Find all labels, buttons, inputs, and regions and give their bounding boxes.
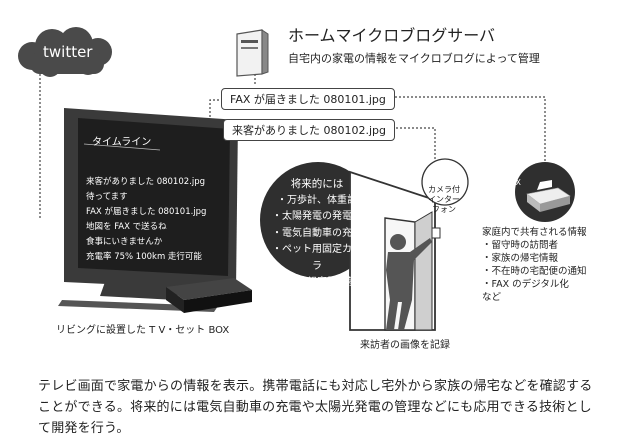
tv-caption: リビングに設置した T V・セット BOX [56, 325, 230, 336]
tv-timeline-title: タイムライン [92, 137, 152, 148]
timeline-item: FAX が届きました 080101.jpg [86, 207, 207, 217]
shared-heading: 家庭内で共有される情報 [482, 227, 587, 238]
server-icon [236, 29, 269, 77]
timeline-item: 充電率 75% 100km 走行可能 [86, 252, 202, 262]
shared-info: 家庭内で共有される情報 ・留守時の訪問者 ・家族の帰宅情報 ・不在時の宅配便の通… [482, 226, 587, 304]
visitor-caption: 来訪者の画像を記録 [360, 340, 450, 351]
future-item: に応用できる [287, 293, 347, 305]
shared-item: ・留守時の訪問者 [482, 240, 559, 251]
fax-machine-icon [526, 180, 571, 212]
future-item: ・ペット用固定カメラ [272, 244, 362, 272]
shared-item: ・FAX のデジタル化 [482, 279, 569, 290]
twitter-label: twitter [43, 43, 93, 61]
server-title: ホームマイクロブログサーバ [288, 26, 496, 45]
post-bubble-visitor: 来客がありました 080102.jpg [223, 119, 396, 141]
visitor-person-icon [386, 234, 432, 330]
timeline-item: 地図を FAX で送るね [86, 222, 167, 232]
timeline-item: 食事にいきませんか [86, 237, 163, 247]
camera-intercom-label: カメラ付 インター フォン [428, 185, 460, 214]
post-bubble-fax: FAX が届きました 080101.jpg [221, 88, 395, 110]
figure-caption: テレビ画面で家電からの情報を表示。携帯電話にも対応し宅外から家族の帰宅などを確認… [38, 379, 593, 436]
post1-to-fax-line [395, 96, 546, 162]
timeline-item: 待ってます [86, 192, 128, 202]
timeline-item: 来客がありました 080102.jpg [86, 177, 206, 187]
shared-item: ・不在時の宅配便の通知 [482, 266, 587, 277]
future-text: 将来的には ・万歩計、体重計 ・太陽発電の発電量 ・電気自動車の充電 ・ペット用… [268, 176, 366, 308]
fax-label: FAX [507, 178, 521, 187]
set-top-box-icon [166, 278, 252, 313]
future-item: ・万歩計、体重計 [277, 194, 357, 206]
future-heading: 将来的には [290, 178, 344, 190]
shared-item: ・家族の帰宅情報 [482, 253, 559, 264]
camera-bubble [421, 158, 469, 206]
shared-item: など [482, 292, 502, 303]
tv-icon [58, 108, 238, 312]
future-item: など情報家電全般 [277, 277, 357, 288]
twitter-cloud-icon [18, 27, 112, 77]
future-item: ・太陽発電の発電量 [272, 211, 362, 222]
future-circle [260, 162, 376, 278]
future-item: ・電気自動車の充電 [272, 227, 362, 239]
tv-timeline-list: 来客がありました 080102.jpg 待ってます FAX が届きました 080… [86, 175, 206, 265]
server-subtitle: 自宅内の家電の情報をマイクロブログによって管理 [288, 52, 540, 65]
